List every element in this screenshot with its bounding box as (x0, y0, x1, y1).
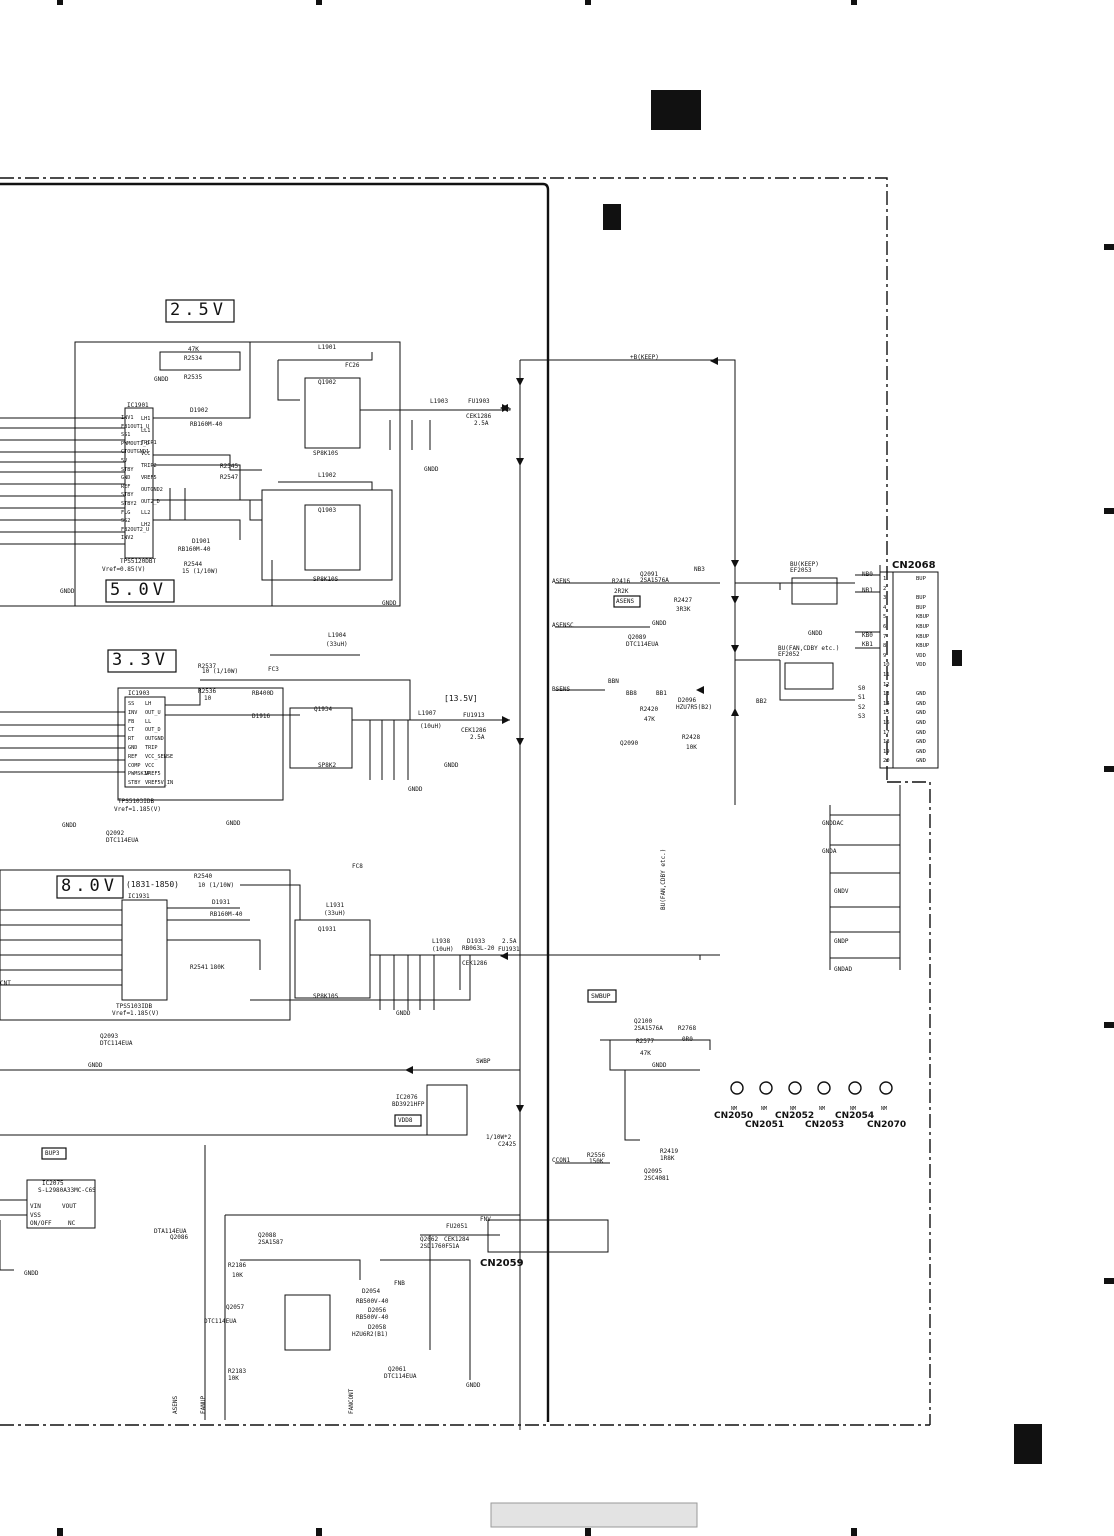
section-marker-bottom (1014, 1424, 1042, 1464)
screw-terminals (730, 1081, 893, 1095)
section-marker-right (952, 650, 962, 666)
page-number-box (490, 1502, 698, 1528)
shield-line (0, 182, 550, 1422)
board-boundary (0, 177, 931, 1426)
section-marker-top (651, 90, 701, 130)
registration-marks (57, 0, 1114, 1536)
signal-arrows (405, 357, 739, 1113)
rail-boxes (41, 299, 641, 1160)
section-marker-inner (603, 204, 621, 230)
wiring (0, 341, 901, 1430)
cn2068-connector (879, 571, 939, 769)
